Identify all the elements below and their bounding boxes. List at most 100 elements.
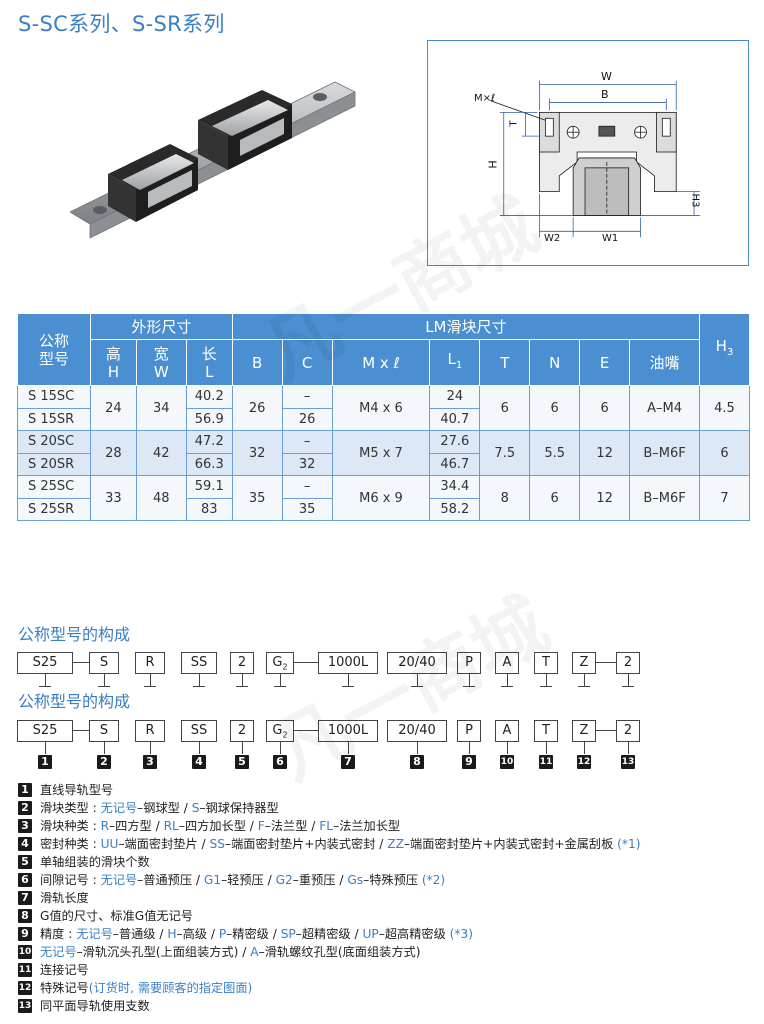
grease-cell: B–M6F — [629, 475, 700, 521]
w-cell: 34 — [135, 385, 187, 431]
code-box: SS — [181, 652, 217, 674]
page-title: S-SC系列、S-SR系列 — [18, 12, 225, 36]
legend-code: FL — [319, 819, 334, 833]
dim-label-t: T — [508, 120, 520, 127]
code-box-g2: G2 — [266, 720, 294, 742]
h3-cell: 4.5 — [698, 385, 751, 431]
code-row-1: S25 S R SS 2 G2 1000L 20/40 P A T Z 2 — [17, 652, 657, 674]
cross-section-diagram — [427, 40, 749, 266]
c-cell: 35 — [281, 497, 333, 521]
th-l: 长 L — [185, 339, 233, 386]
code-row-2: S25 S R SS 2 G2 1000L 20/40 P A T Z 2 — [17, 720, 657, 742]
l1-cell: 27.6 — [429, 430, 481, 454]
model-cell: S 25SR — [17, 497, 91, 521]
code-dash — [596, 662, 616, 663]
code-box: 2 — [230, 720, 254, 742]
legend-text: 单轴组装的滑块个数 — [40, 855, 150, 869]
code-dash — [73, 730, 89, 731]
n-cell: 6 — [529, 475, 581, 521]
number-badge: 4 — [192, 755, 206, 769]
number-badge: 8 — [410, 755, 424, 769]
code-box: T — [534, 720, 558, 742]
number-badge: 10 — [500, 755, 514, 769]
legend-code: UP — [362, 927, 379, 941]
th-model: 公称 型号 — [17, 313, 91, 386]
legend-text: –特殊预压 — [363, 873, 422, 887]
code-box: 2 — [616, 720, 640, 742]
th-c: C — [281, 339, 333, 386]
table-row: S 15SR 56.9 26 40.7 — [17, 407, 750, 431]
code-box: 20/40 — [387, 720, 447, 742]
code-box: 20/40 — [387, 652, 447, 674]
table-row: S 25SC 33 48 59.1 35 – M6 x 9 34.4 8 6 1… — [17, 475, 751, 521]
legend-text: –钢球保持器型 — [199, 801, 279, 815]
number-badge: 6 — [18, 873, 32, 887]
mxl-cell: M4 x 6 — [331, 385, 431, 431]
legend-text: –钢球型 / — [137, 801, 192, 815]
legend-text: 滑轨长度 — [40, 891, 89, 905]
dim-label-w: W — [601, 70, 612, 83]
b-cell: 26 — [231, 385, 283, 431]
h-cell: 33 — [89, 475, 137, 521]
l-cell: 40.2 — [185, 385, 233, 409]
spec-table: 公称 型号 外形尺寸 LM滑块尺寸 H3 高 H 宽 W 长 L B C M x… — [17, 313, 751, 521]
legend-text: –端面密封垫片+内装式密封+金属刮板 — [403, 837, 618, 851]
code-box: S25 — [17, 652, 73, 674]
model-cell: S 15SC — [17, 385, 91, 409]
h3-cell: 7 — [698, 475, 751, 521]
c-cell: 32 — [281, 452, 333, 476]
e-cell: 12 — [579, 430, 631, 476]
t-cell: 8 — [479, 475, 531, 521]
legend-text: –超高精密级 — [378, 927, 450, 941]
code-box: SS — [181, 720, 217, 742]
mxl-cell: M5 x 7 — [331, 430, 431, 476]
th-h: 高 H — [89, 339, 137, 386]
h-cell: 28 — [89, 430, 137, 476]
table-row: S 20SC 28 42 47.2 32 – M5 x 7 27.6 7.5 5… — [17, 430, 751, 476]
legend-code: (*2) — [421, 873, 446, 887]
legend-code: G2 — [275, 873, 293, 887]
legend-text: –法兰型 / — [264, 819, 320, 833]
legend-text: –轻预压 / — [221, 873, 276, 887]
legend-code: 无记号 — [100, 801, 138, 815]
t-cell: 7.5 — [479, 430, 531, 476]
legend-text: 直线导轨型号 — [40, 783, 114, 797]
legend-code: F — [257, 819, 265, 833]
legend-text: –四方型 / — [109, 819, 164, 833]
legend-code: RL — [163, 819, 179, 833]
model-cell: S 15SR — [17, 407, 91, 431]
legend-text: –滑轨螺纹孔型(底面组装方式) — [258, 945, 421, 959]
watermark: 凡一商城 — [252, 567, 564, 800]
grease-cell: A–M4 — [629, 385, 700, 431]
number-badge: 3 — [143, 755, 157, 769]
model-cell: S 20SR — [17, 452, 91, 476]
legend-text: –端面密封垫片 / — [118, 837, 210, 851]
l1-cell: 24 — [429, 385, 481, 409]
section-title-composition: 公称型号的构成 — [18, 625, 131, 644]
code-box: S — [89, 720, 119, 742]
grease-cell: B–M6F — [629, 430, 700, 476]
l-cell: 56.9 — [185, 407, 233, 431]
legend-text: –精密级 / — [226, 927, 281, 941]
l1-cell: 46.7 — [429, 452, 481, 476]
number-badge: 5 — [235, 755, 249, 769]
legend-text: 连接记号 — [40, 963, 89, 977]
number-badge: 12 — [577, 755, 591, 769]
dim-label-w1: W1 — [602, 233, 619, 244]
legend-text: –高级 / — [176, 927, 219, 941]
model-cell: S 25SC — [17, 475, 91, 499]
w-cell: 42 — [135, 430, 187, 476]
legend-text: –普通级 / — [112, 927, 168, 941]
legend-code: (*3) — [449, 927, 474, 941]
e-cell: 12 — [579, 475, 631, 521]
legend-code: 无记号 — [40, 945, 77, 959]
legend-text: –滑轨沉头孔型(上面组装方式) / — [76, 945, 251, 959]
